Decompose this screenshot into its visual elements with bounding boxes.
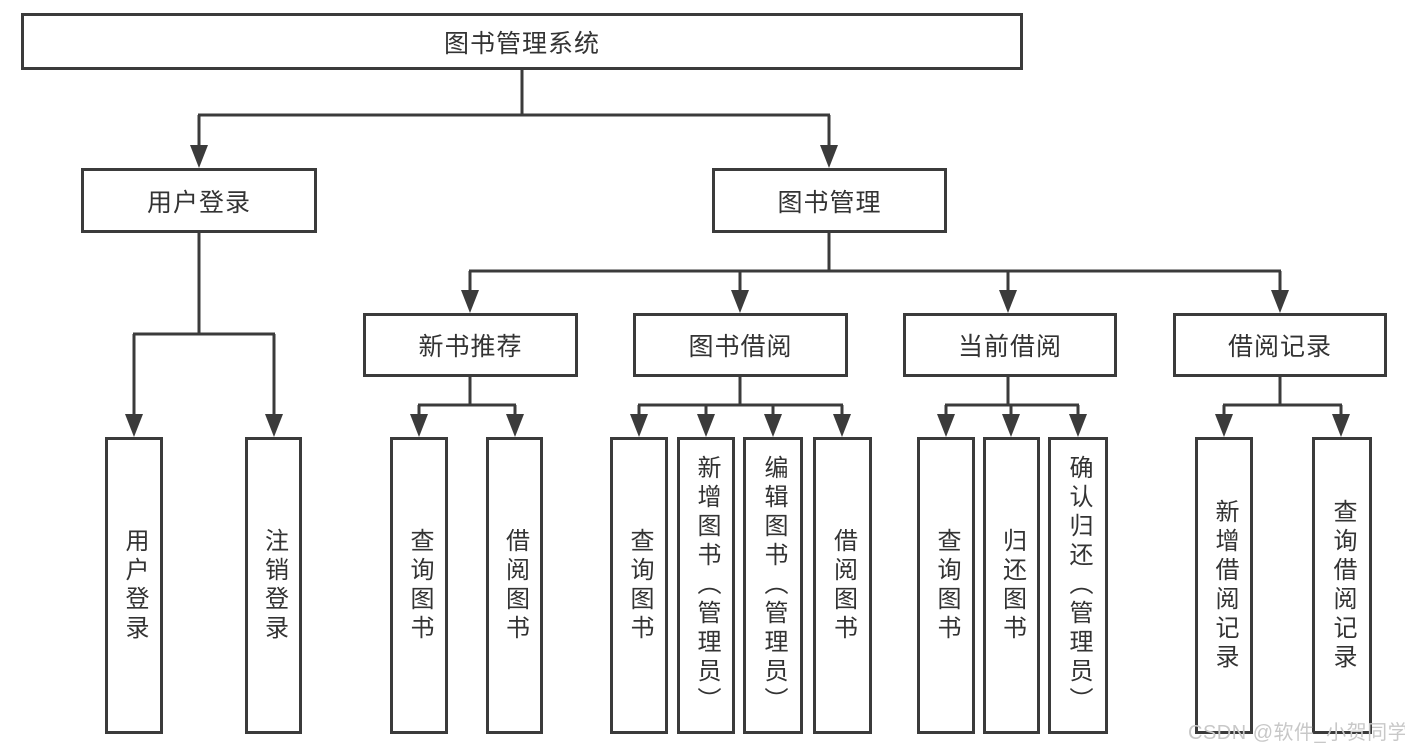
node-label: 图书管理 xyxy=(777,188,882,217)
leaf-borrowing-borrow-books: 借阅图书 xyxy=(813,437,872,734)
node-label: 用户登录 xyxy=(146,188,251,217)
leaf-records-query-borrow-record: 查询借阅记录 xyxy=(1312,437,1372,734)
node-new-book-recommendation: 新书推荐 xyxy=(363,313,578,377)
node-label: 图书管理系统 xyxy=(443,29,600,58)
leaf-label: 查询图书 xyxy=(626,527,653,644)
node-book-borrowing: 图书借阅 xyxy=(633,313,848,377)
leaf-label: 新增借阅记录 xyxy=(1211,498,1238,673)
leaf-label: 用户登录 xyxy=(121,527,148,644)
leaf-label: 借阅图书 xyxy=(829,527,857,644)
node-current-borrowing: 当前借阅 xyxy=(903,313,1117,377)
leaf-logout: 注销登录 xyxy=(245,437,302,734)
leaf-borrowing-query-books: 查询图书 xyxy=(610,437,668,734)
leaf-newbook-query-books: 查询图书 xyxy=(390,437,448,734)
leaf-label: 注销登录 xyxy=(260,527,288,644)
leaf-records-add-borrow-record: 新增借阅记录 xyxy=(1195,437,1253,734)
csdn-watermark: CSDN @软件_小贺同学 xyxy=(1188,722,1405,744)
node-label: 新书推荐 xyxy=(418,333,523,361)
leaf-label: 归还图书 xyxy=(998,527,1026,644)
node-book-management: 图书管理 xyxy=(712,168,947,233)
node-borrowing-records: 借阅记录 xyxy=(1173,313,1387,377)
node-label: 当前借阅 xyxy=(957,333,1062,361)
node-library-management-system: 图书管理系统 xyxy=(21,13,1023,70)
leaf-current-query-books: 查询图书 xyxy=(917,437,975,734)
leaf-label: 确认归还（管理员） xyxy=(1065,455,1092,716)
leaf-current-return-books: 归还图书 xyxy=(983,437,1040,734)
leaf-borrowing-add-books-admin: 新增图书（管理员） xyxy=(677,437,735,734)
leaf-user-login: 用户登录 xyxy=(105,437,163,734)
leaf-label: 编辑图书（管理员） xyxy=(760,455,787,716)
node-label: 图书借阅 xyxy=(688,333,793,361)
leaf-label: 借阅图书 xyxy=(501,527,529,644)
node-label: 借阅记录 xyxy=(1227,333,1332,361)
leaf-label: 查询图书 xyxy=(933,527,960,644)
leaf-current-confirm-return-admin: 确认归还（管理员） xyxy=(1048,437,1108,734)
leaf-label: 新增图书（管理员） xyxy=(693,455,720,716)
leaf-borrowing-edit-books-admin: 编辑图书（管理员） xyxy=(743,437,803,734)
leaf-label: 查询图书 xyxy=(406,527,433,644)
leaf-newbook-borrow-books: 借阅图书 xyxy=(486,437,543,734)
leaf-label: 查询借阅记录 xyxy=(1329,498,1356,673)
node-user-login: 用户登录 xyxy=(81,168,317,233)
